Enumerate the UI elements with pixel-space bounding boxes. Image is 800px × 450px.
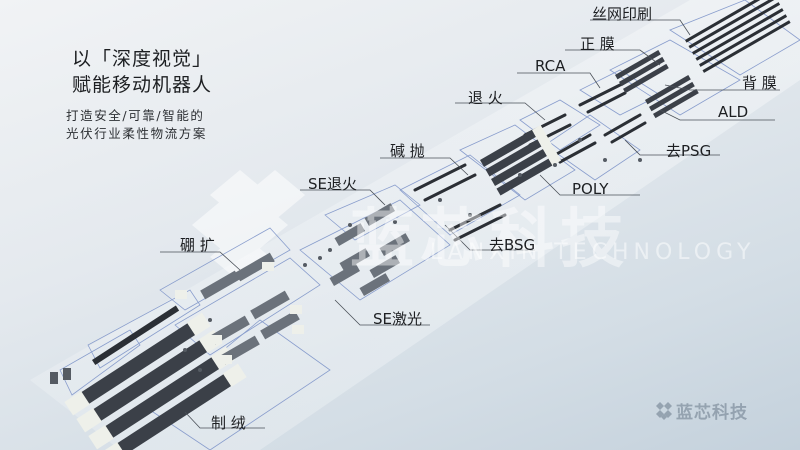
subtitle-line-1: 打造安全/可靠/智能的 — [66, 108, 205, 123]
watermark-cn: 蓝芯科技 — [350, 203, 630, 277]
label-annealing: 退 火 — [468, 89, 503, 107]
label-remove-psg: 去PSG — [666, 142, 712, 160]
label-rca: RCA — [535, 57, 566, 75]
subtitle-line-2: 光伏行业柔性物流方案 — [66, 126, 208, 141]
brand-name: 蓝芯科技 — [676, 403, 748, 423]
headline: 以「深度视觉」 赋能移动机器人 — [60, 46, 212, 98]
label-front-film: 正 膜 — [580, 35, 615, 53]
label-back-film: 背 膜 — [742, 74, 777, 92]
headline-line-2: 赋能移动机器人 — [71, 74, 212, 96]
subtitle: 打造安全/可靠/智能的 光伏行业柔性物流方案 — [66, 107, 207, 143]
watermark-logo-icon — [192, 170, 305, 282]
lanxin-logo-icon — [656, 402, 672, 420]
label-screen-printing: 丝网印刷 — [592, 5, 653, 23]
headline-line-1: 以「深度视觉」 — [71, 48, 212, 70]
label-se-annealing: SE退火 — [308, 175, 357, 193]
label-remove-bsg: 去BSG — [489, 236, 536, 254]
label-boron-diffusion: 硼 扩 — [180, 236, 215, 254]
label-se-laser: SE激光 — [373, 310, 422, 328]
watermark-en: LANXIN TECHNOLOGY — [430, 240, 756, 265]
label-poly: POLY — [572, 180, 609, 198]
label-alkali-polish: 碱 抛 — [390, 142, 425, 160]
label-ald: ALD — [718, 103, 749, 121]
label-texturing: 制 绒 — [211, 414, 246, 432]
